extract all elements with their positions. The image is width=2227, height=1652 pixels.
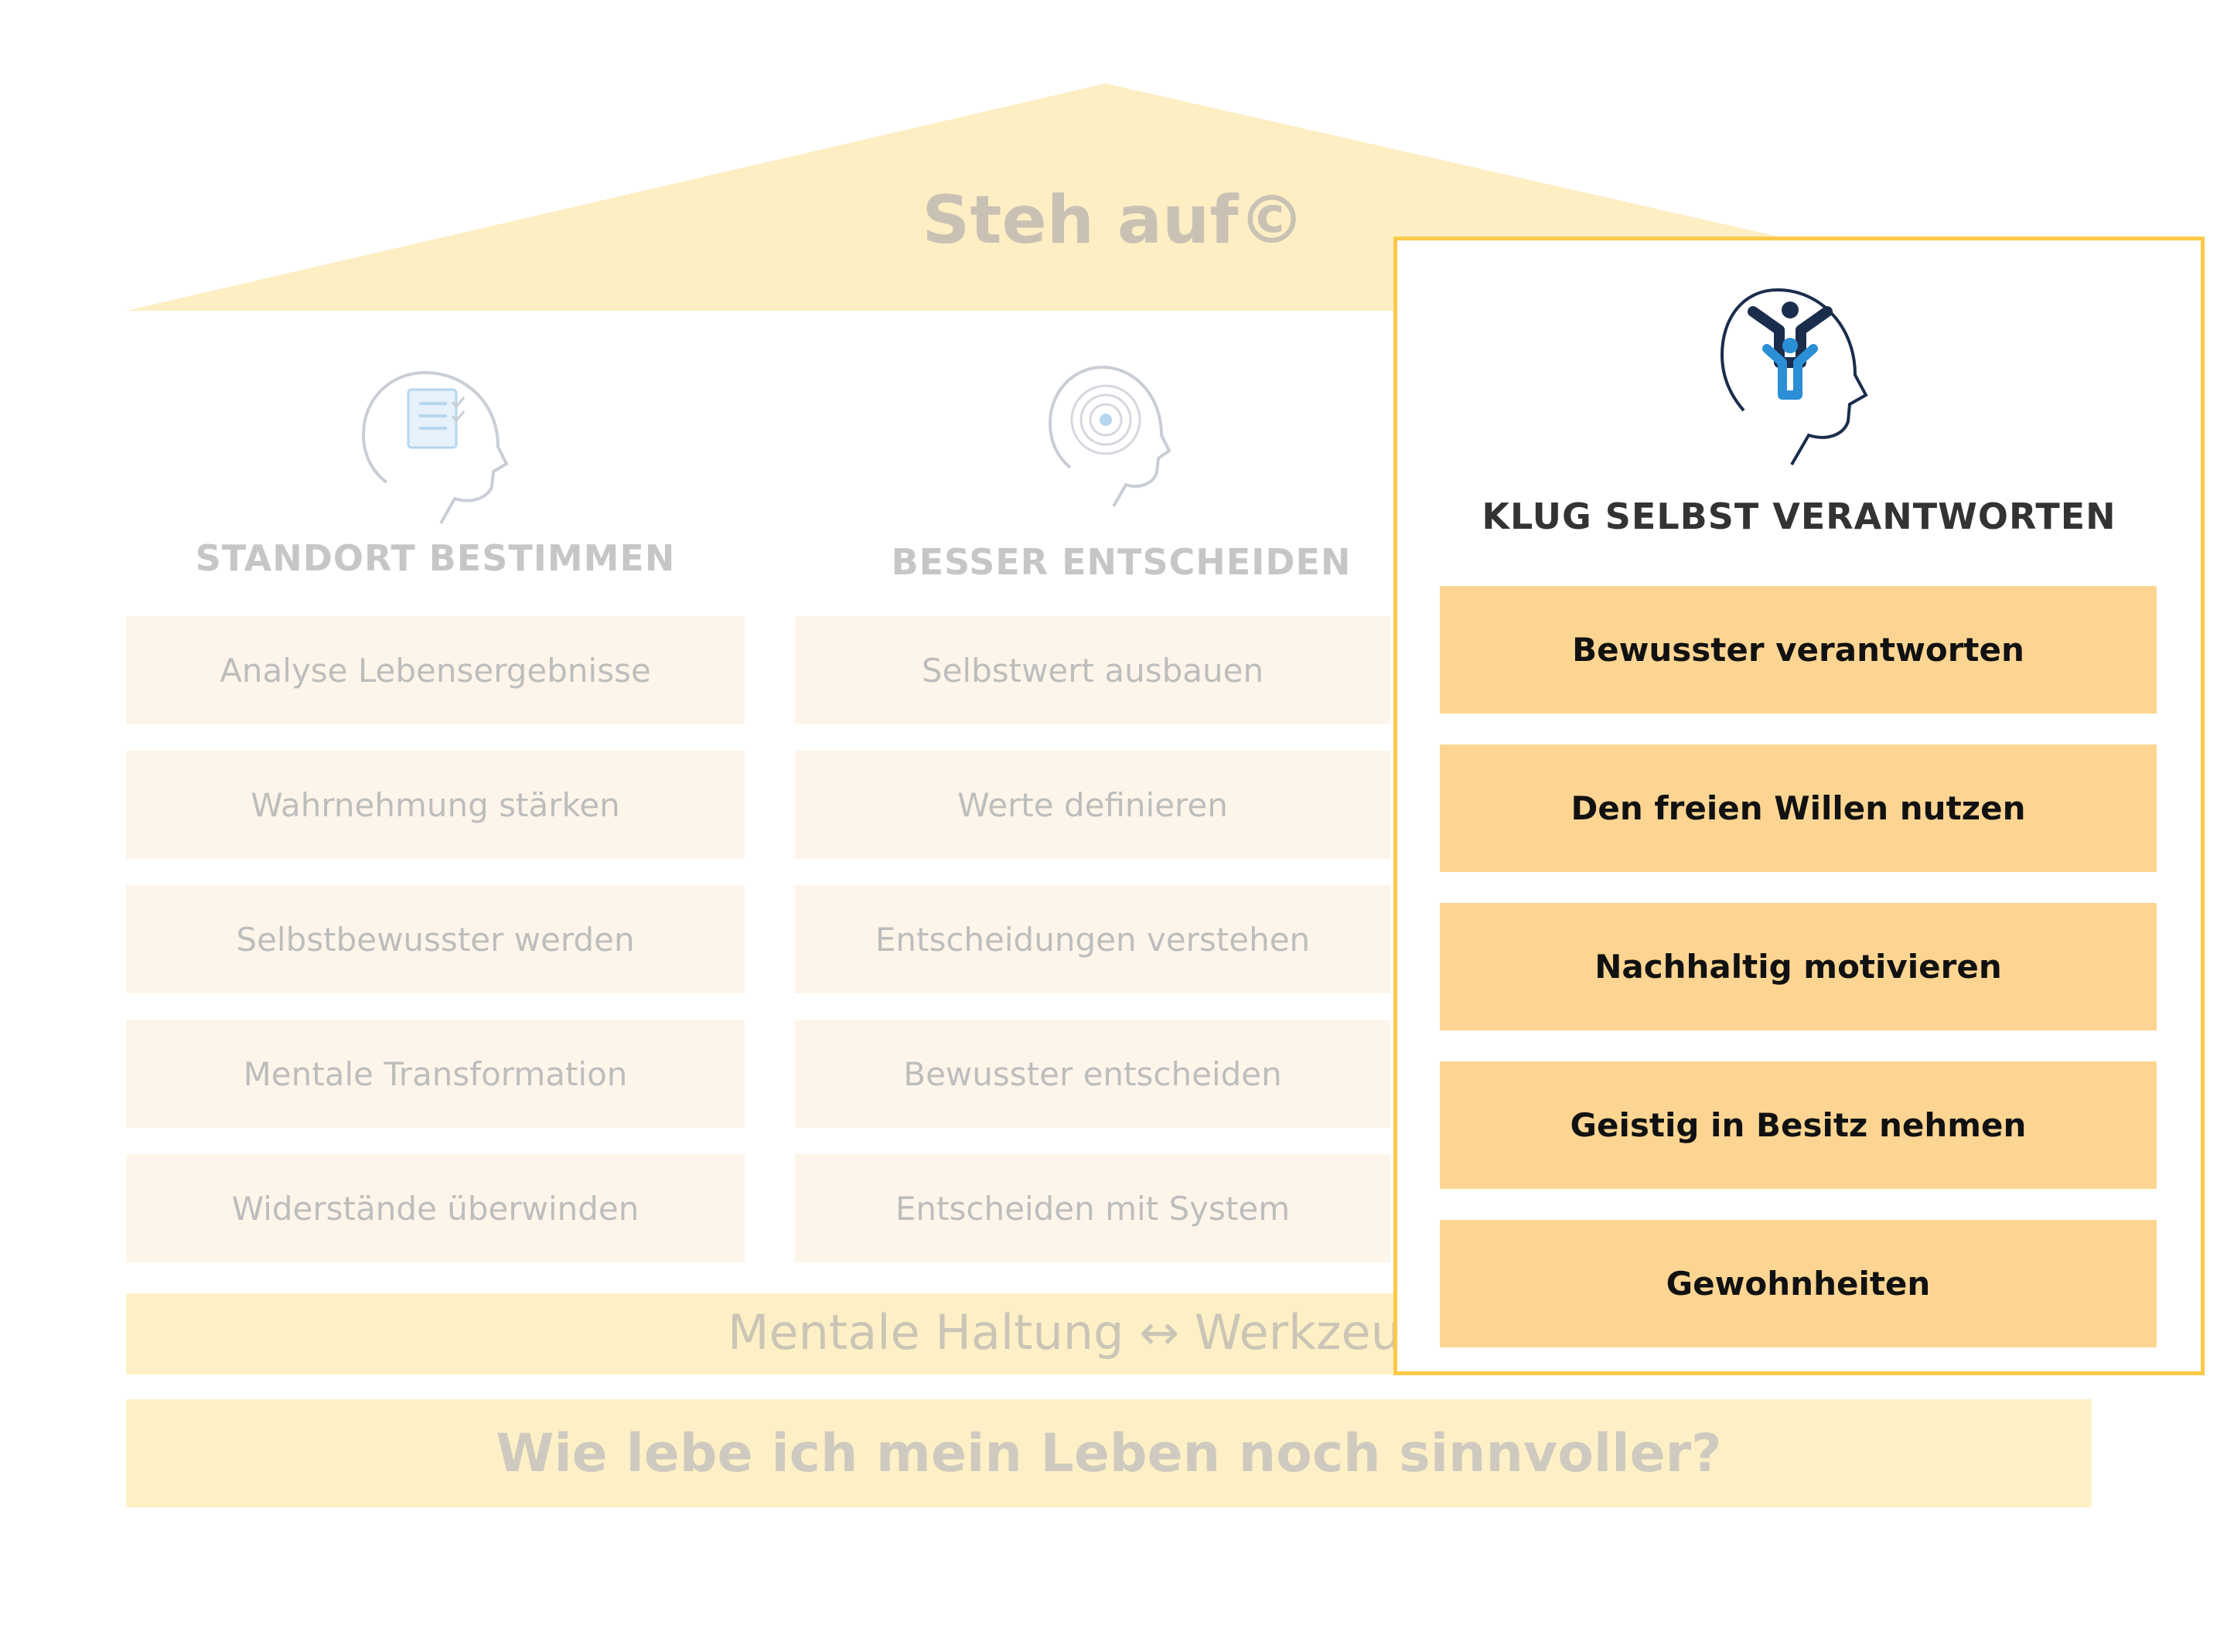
column-heading-besser: BESSER ENTSCHEIDEN <box>891 541 1352 583</box>
head-checklist-icon <box>361 370 509 524</box>
page-title: Steh auf© <box>922 182 1305 259</box>
list-item: Entscheidungen verstehen <box>795 885 1390 993</box>
list-item: Mentale Transformation <box>126 1020 745 1128</box>
list-item: Analyse Lebensergebnisse <box>126 616 745 724</box>
panel-item: Nachhaltig motivieren <box>1440 903 2157 1030</box>
roof-shape <box>126 83 1779 311</box>
panel-item: Geistig in Besitz nehmen <box>1440 1061 2157 1189</box>
head-person-icon <box>1720 288 1868 466</box>
panel-item: Gewohnheiten <box>1440 1220 2157 1347</box>
base-question: Wie lebe ich mein Leben noch sinnvoller? <box>126 1399 2092 1507</box>
head-maze-icon <box>1048 365 1171 507</box>
list-item: Selbstwert ausbauen <box>795 616 1390 724</box>
list-item: Werte definieren <box>795 751 1390 859</box>
list-item: Entscheiden mit System <box>795 1154 1390 1262</box>
list-item: Selbstbewusster werden <box>126 885 745 993</box>
list-item: Widerstände überwinden <box>126 1154 745 1262</box>
panel-heading: KLUG SELBST VERANTWORTEN <box>1482 496 2116 537</box>
panel-item: Den freien Willen nutzen <box>1440 744 2157 872</box>
mindset-band-label: Mentale Haltung ↔ Werkzeuge <box>728 1304 1402 1361</box>
list-item: Wahrnehmung stärken <box>126 751 745 859</box>
list-item: Bewusster entscheiden <box>795 1020 1390 1128</box>
mindset-band: Mentale Haltung ↔ Werkzeuge <box>126 1293 1402 1374</box>
panel-item: Bewusster verantworten <box>1440 586 2157 714</box>
highlight-panel: KLUG SELBST VERANTWORTEN Bewusster veran… <box>1393 237 2205 1375</box>
column-heading-standort: STANDORT BESTIMMEN <box>195 537 676 579</box>
